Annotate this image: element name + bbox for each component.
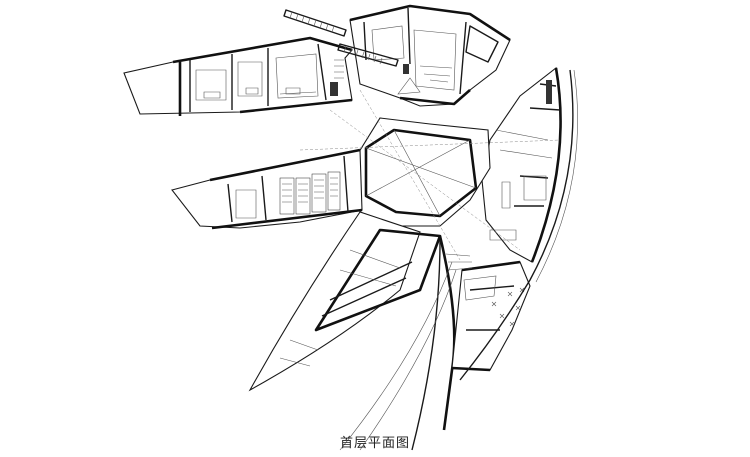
wing-lower-left <box>248 211 442 392</box>
central-hall <box>299 89 561 261</box>
wing-top-left <box>123 36 353 116</box>
wing-top-center <box>349 4 511 107</box>
wing-left <box>171 148 363 230</box>
wing-right <box>481 67 562 263</box>
outer-sweep <box>459 69 578 381</box>
plant-icons <box>491 287 525 327</box>
stair-top <box>283 9 399 67</box>
curved-blades <box>339 235 457 451</box>
plan-caption: 首层平面图 <box>339 436 410 451</box>
wing-lower-right <box>445 253 531 372</box>
auditorium-seating <box>279 171 341 215</box>
